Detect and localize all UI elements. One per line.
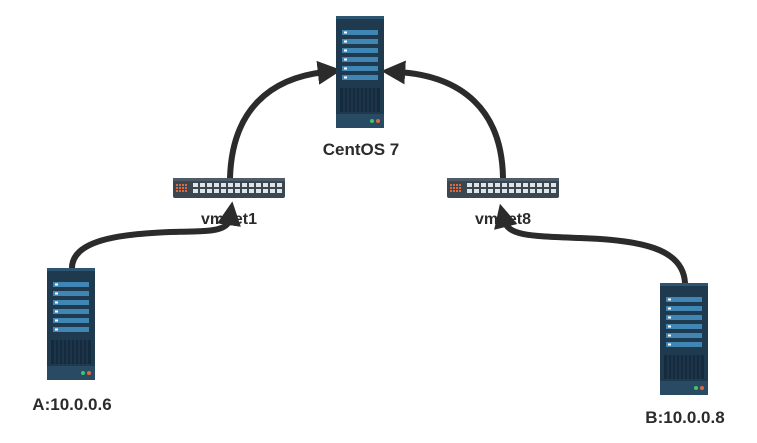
node-label-host-a: A:10.0.0.6 bbox=[32, 395, 111, 414]
link-host-b-to-vmnet8 bbox=[494, 203, 688, 286]
switch-label-vmnet1: vmnet1 bbox=[201, 211, 257, 228]
server-icon bbox=[659, 282, 709, 396]
link-vmnet1-to-centos bbox=[227, 60, 342, 181]
server-icon bbox=[335, 15, 385, 129]
link-host-a-to-vmnet1 bbox=[69, 201, 241, 273]
node-host-b[interactable]: B:10.0.0.8 bbox=[645, 282, 725, 427]
switch-label-vmnet8: vmnet8 bbox=[475, 211, 531, 228]
link-vmnet8-to-centos bbox=[381, 60, 506, 181]
node-centos[interactable]: CentOS 7 bbox=[323, 15, 400, 159]
network-switch-icon bbox=[173, 178, 285, 198]
server-icon bbox=[46, 267, 96, 381]
network-switch-icon bbox=[447, 178, 559, 198]
switch-vmnet8[interactable]: vmnet8 bbox=[447, 178, 559, 228]
switch-vmnet1[interactable]: vmnet1 bbox=[173, 178, 285, 228]
node-host-a[interactable]: A:10.0.0.6 bbox=[32, 267, 112, 414]
node-label-centos: CentOS 7 bbox=[323, 140, 400, 159]
node-label-host-b: B:10.0.0.8 bbox=[645, 408, 724, 427]
